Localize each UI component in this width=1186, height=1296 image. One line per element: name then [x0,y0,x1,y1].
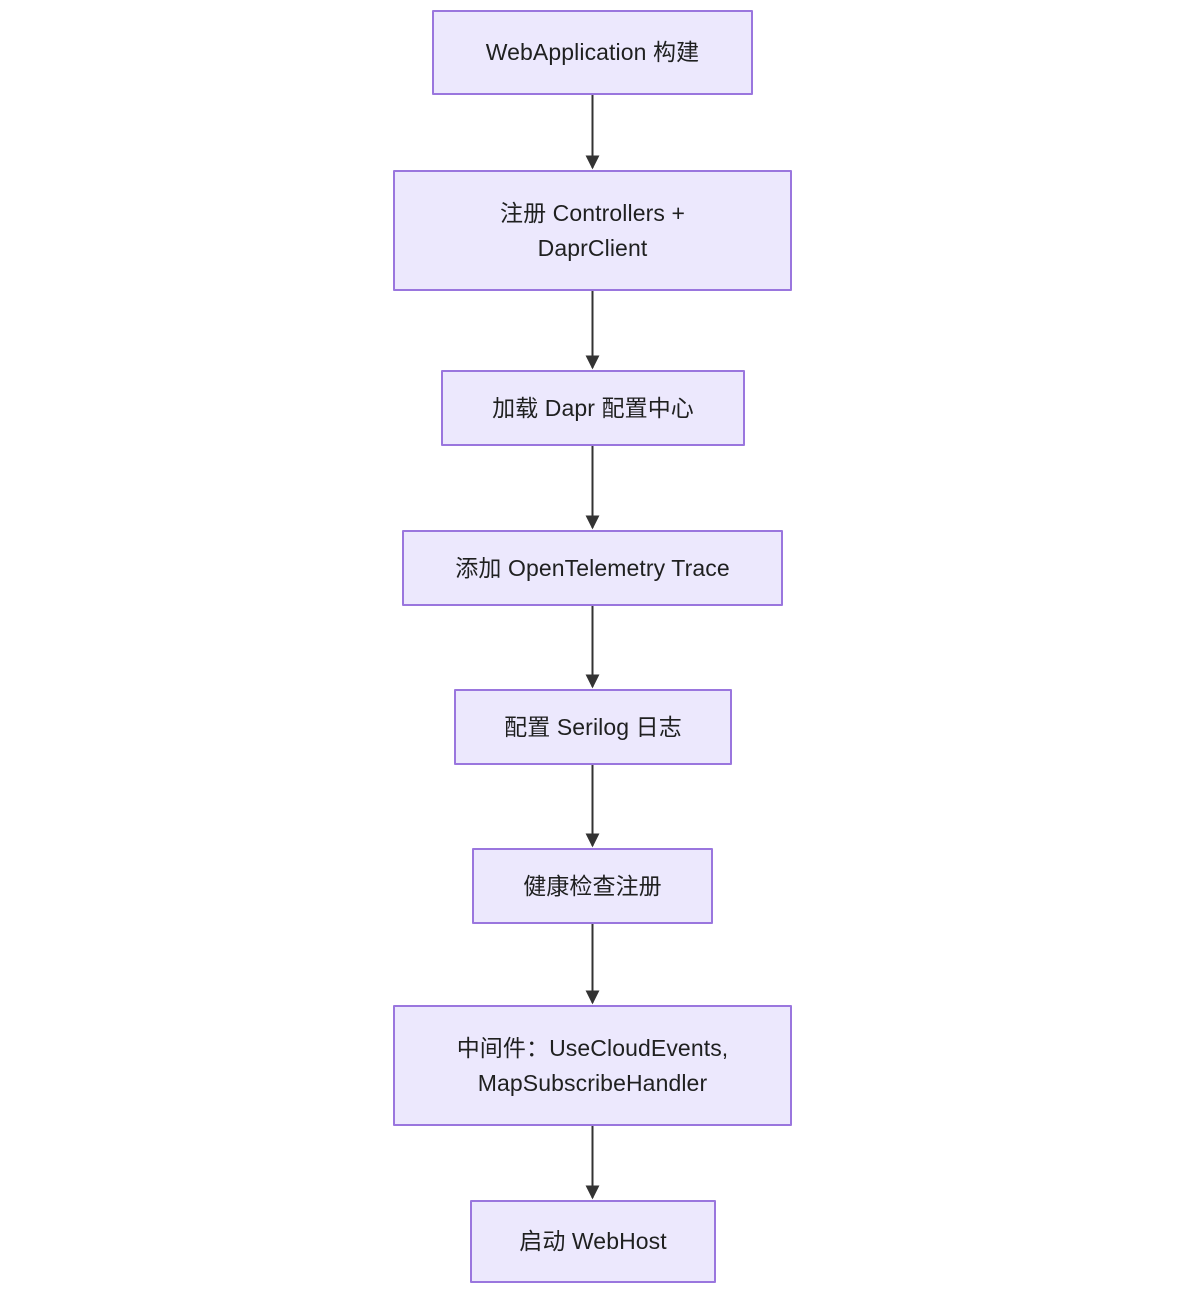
flow-node-label: 启动 WebHost [519,1228,667,1254]
flow-node-middleware-usecloudevents-mapsubscribehandler[interactable]: 中间件：UseCloudEvents, MapSubscribeHandler [393,1005,792,1126]
flow-node-label: WebApplication 构建 [485,39,700,65]
flow-node-webapplication-build[interactable]: WebApplication 构建 [432,10,753,95]
flow-node-label: 加载 Dapr 配置中心 [492,394,694,421]
flow-node-add-opentelemetry-trace[interactable]: 添加 OpenTelemetry Trace [402,530,783,606]
flow-node-label: 健康检查注册 [523,872,662,899]
flow-node-load-dapr-config-center[interactable]: 加载 Dapr 配置中心 [441,370,745,446]
flow-node-start-webhost[interactable]: 启动 WebHost [470,1200,716,1283]
flow-node-health-check-registration[interactable]: 健康检查注册 [472,848,713,924]
flow-node-configure-serilog-logging[interactable]: 配置 Serilog 日志 [454,689,732,765]
flow-node-register-controllers-daprclient[interactable]: 注册 Controllers + DaprClient [393,170,792,291]
flow-node-label: 添加 OpenTelemetry Trace [455,554,730,581]
flow-node-label: 配置 Serilog 日志 [504,713,682,740]
flow-node-label: 注册 Controllers + DaprClient [499,199,686,261]
flow-node-label: 中间件：UseCloudEvents, MapSubscribeHandler [456,1034,729,1096]
